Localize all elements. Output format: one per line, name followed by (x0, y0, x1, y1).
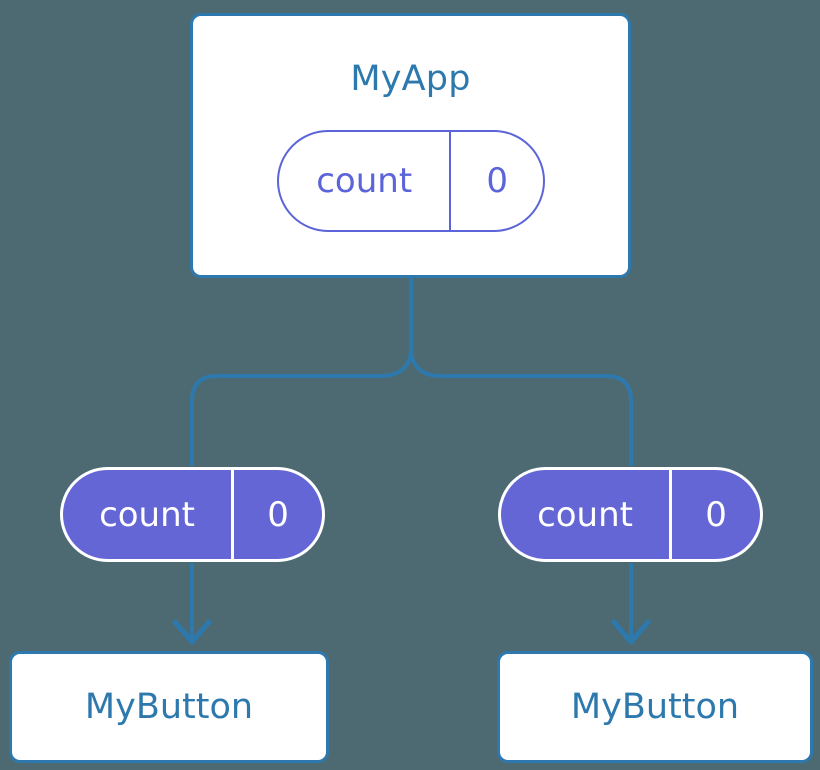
state-pill-myapp[interactable]: count 0 (277, 130, 545, 232)
node-mybutton-left-title: MyButton (84, 686, 254, 727)
state-pill-left-value: 0 (267, 494, 289, 535)
arrow-left-head-icon (172, 619, 212, 645)
state-pill-right-key: count (501, 470, 673, 559)
arrow-right-head-icon (611, 619, 651, 645)
node-mybutton-left[interactable]: MyButton (9, 651, 329, 763)
state-pill-left-key: count (63, 470, 235, 559)
node-myapp-title: MyApp (350, 59, 471, 99)
connector-fork-right (409, 347, 633, 466)
node-mybutton-right-title: MyButton (570, 686, 740, 727)
state-pill-myapp-value: 0 (486, 161, 509, 201)
state-pill-right[interactable]: count 0 (498, 467, 763, 562)
node-mybutton-right[interactable]: MyButton (497, 651, 813, 763)
connector-fork-left (190, 347, 413, 466)
state-pill-myapp-key: count (279, 132, 452, 230)
state-pill-right-value: 0 (705, 494, 727, 535)
state-pill-left[interactable]: count 0 (60, 467, 325, 562)
